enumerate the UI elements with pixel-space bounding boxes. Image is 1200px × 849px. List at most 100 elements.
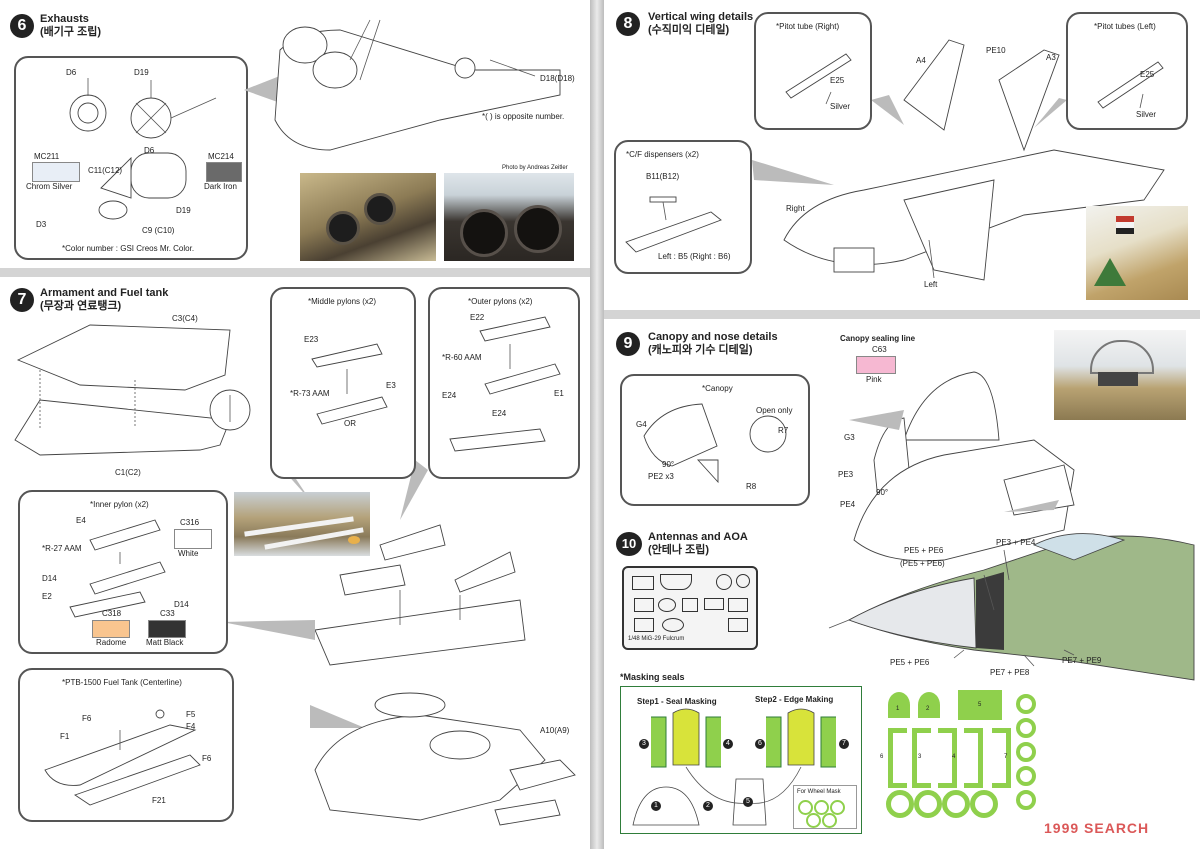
step-8-title: Vertical wing details <box>648 11 754 23</box>
cf-left-right: Left : B5 (Right : B6) <box>658 252 731 261</box>
r27-label: *R-27 AAM <box>42 544 82 553</box>
mask-num-6: 6 <box>755 739 765 749</box>
color-name-matt-black: Matt Black <box>146 638 184 647</box>
silver-left: Silver <box>1136 110 1157 119</box>
sheet-num-6: 6 <box>880 754 884 760</box>
cockpit-drawing <box>849 371 1075 562</box>
part-d19-mid: D19 <box>176 206 191 215</box>
part-r8: R8 <box>746 482 757 491</box>
color-name-dark-iron: Dark Iron <box>204 182 237 191</box>
part-f4: F4 <box>186 722 196 731</box>
part-f6-a: F6 <box>82 714 92 723</box>
photo-credit: Photo by Andreas Zeitler <box>502 165 568 171</box>
masking-seals-title: *Masking seals <box>620 672 685 682</box>
color-code-mc214: MC214 <box>208 152 234 161</box>
step-10-title-ko: (안테나 조립) <box>648 544 709 556</box>
step-7-title: Armament and Fuel tank <box>40 287 169 299</box>
color-code-c316: C316 <box>180 518 200 527</box>
section-divider-left <box>0 268 590 277</box>
color-name-radome: Radome <box>96 638 127 647</box>
sheet-num-1: 1 <box>896 706 900 712</box>
tail-flag-photo <box>1086 206 1188 300</box>
color-name-chrom-silver: Chrom Silver <box>26 182 73 191</box>
inner-pylon-box: *Inner pylon (x2) E4 *R-27 AAM D14 E2 D1… <box>18 490 228 654</box>
step-10-number: 10 <box>616 532 642 556</box>
part-e4: E4 <box>76 516 86 525</box>
part-b11: B11(B12) <box>646 172 680 181</box>
part-d14-b: D14 <box>174 600 189 609</box>
part-f21: F21 <box>152 796 166 805</box>
step-7-number: 7 <box>10 288 34 312</box>
nose-drawing <box>828 533 1195 681</box>
pitot-right-box: *Pitot tube (Right) E25 Silver <box>754 12 872 130</box>
color-code-c318: C318 <box>102 609 122 618</box>
step-8-number: 8 <box>616 12 640 36</box>
part-d18: D18(D18) <box>540 74 575 83</box>
exhaust-detail-box: D6 D19 D6 C11(C12) D19 D3 C9 (C10) MC211… <box>14 56 248 260</box>
part-a3: A3 <box>1046 53 1056 62</box>
color-code-mc211: MC211 <box>34 152 60 161</box>
swatch-radome <box>92 620 130 638</box>
fuel-tank-title: *PTB-1500 Fuel Tank (Centerline) <box>62 678 182 687</box>
fuel-tank-box: *PTB-1500 Fuel Tank (Centerline) F6 F5 F… <box>18 668 234 822</box>
left-page: 6 Exhausts (배기구 조립) D6 D19 D6 C11(C12) D… <box>0 0 590 849</box>
canopy-box: *Canopy G4 Open only R7 90° PE2 x3 R8 <box>620 374 810 506</box>
step-7-title-ko: (무장과 연료탱크) <box>40 300 122 312</box>
outer-pylons-title: *Outer pylons (x2) <box>468 297 533 306</box>
part-c11: C11(C12) <box>88 166 123 175</box>
wing-drawing <box>14 324 576 826</box>
step9-90-deg: 90° <box>876 488 889 497</box>
section-divider-right <box>604 310 1200 319</box>
part-g3: G3 <box>844 433 855 442</box>
sheet-num-3: 3 <box>918 754 922 760</box>
mask-num-7: 7 <box>839 739 849 749</box>
color-name-pink: Pink <box>866 375 882 384</box>
sheet-num-7: 7 <box>1004 754 1008 760</box>
tail-drawing <box>752 39 1165 281</box>
label-left: Left <box>924 280 938 289</box>
part-e24-a: E24 <box>442 391 457 400</box>
part-e23: E23 <box>304 335 319 344</box>
swatch-pink <box>856 356 896 374</box>
part-g4: G4 <box>636 420 647 429</box>
part-e22: E22 <box>470 313 485 322</box>
label-right: Right <box>786 204 805 213</box>
label-pe5-pe6-a: PE5 + PE6 <box>904 546 944 555</box>
part-a10: A10(A9) <box>540 726 570 735</box>
cockpit-photo <box>1054 330 1186 420</box>
exhaust-photo-1 <box>300 173 436 261</box>
step-6-number: 6 <box>10 14 34 38</box>
part-d6-mid: D6 <box>144 146 155 155</box>
pitot-left-box: *Pitot tubes (Left) E25 Silver <box>1066 12 1188 130</box>
label-pe3-pe4: PE3 + PE4 <box>996 538 1036 547</box>
label-pe7-pe9: PE7 + PE9 <box>1062 656 1102 665</box>
canopy-90-deg: 90° <box>662 460 675 469</box>
step-9-number: 9 <box>616 332 640 356</box>
swatch-chrom-silver <box>32 162 80 182</box>
right-page: 8 Vertical wing details (수직미익 디테일) A4 PE… <box>604 0 1200 849</box>
canopy-sealing-line: Canopy sealing line <box>840 334 916 343</box>
label-pe5-pe6-b: (PE5 + PE6) <box>900 559 945 568</box>
sheet-num-2: 2 <box>926 706 930 712</box>
part-f1: F1 <box>60 732 70 741</box>
masking-instructions-box: Step1 - Seal Masking Step2 - Edge Making… <box>620 686 862 834</box>
pitot-left-title: *Pitot tubes (Left) <box>1094 22 1156 31</box>
opposite-note: *( ) is opposite number. <box>482 112 565 121</box>
part-a4: A4 <box>916 56 926 65</box>
sheet-num-4: 4 <box>952 754 956 760</box>
part-c63: C63 <box>872 345 887 354</box>
part-d19-top: D19 <box>134 68 149 77</box>
page-gutter <box>590 0 604 849</box>
part-r7: R7 <box>778 426 789 435</box>
canopy-title: *Canopy <box>702 384 733 393</box>
step-10-title: Antennas and AOA <box>648 531 748 543</box>
mask-sheet: 1 2 5 6 3 4 7 <box>880 686 1040 826</box>
step-8-title-ko: (수직미익 디테일) <box>648 24 730 36</box>
part-e25-left: E25 <box>1140 70 1155 79</box>
color-name-white: White <box>178 549 199 558</box>
wheel-mask-box: For Wheel Mask <box>793 785 857 829</box>
photo-etch-fret: 1/48 MiG-29 Fulcrum <box>622 566 758 650</box>
step-9-title: Canopy and nose details <box>648 331 778 343</box>
outer-pylons-box: *Outer pylons (x2) E22 *R-60 AAM E24 E1 … <box>428 287 580 479</box>
part-pe3: PE3 <box>838 470 854 479</box>
